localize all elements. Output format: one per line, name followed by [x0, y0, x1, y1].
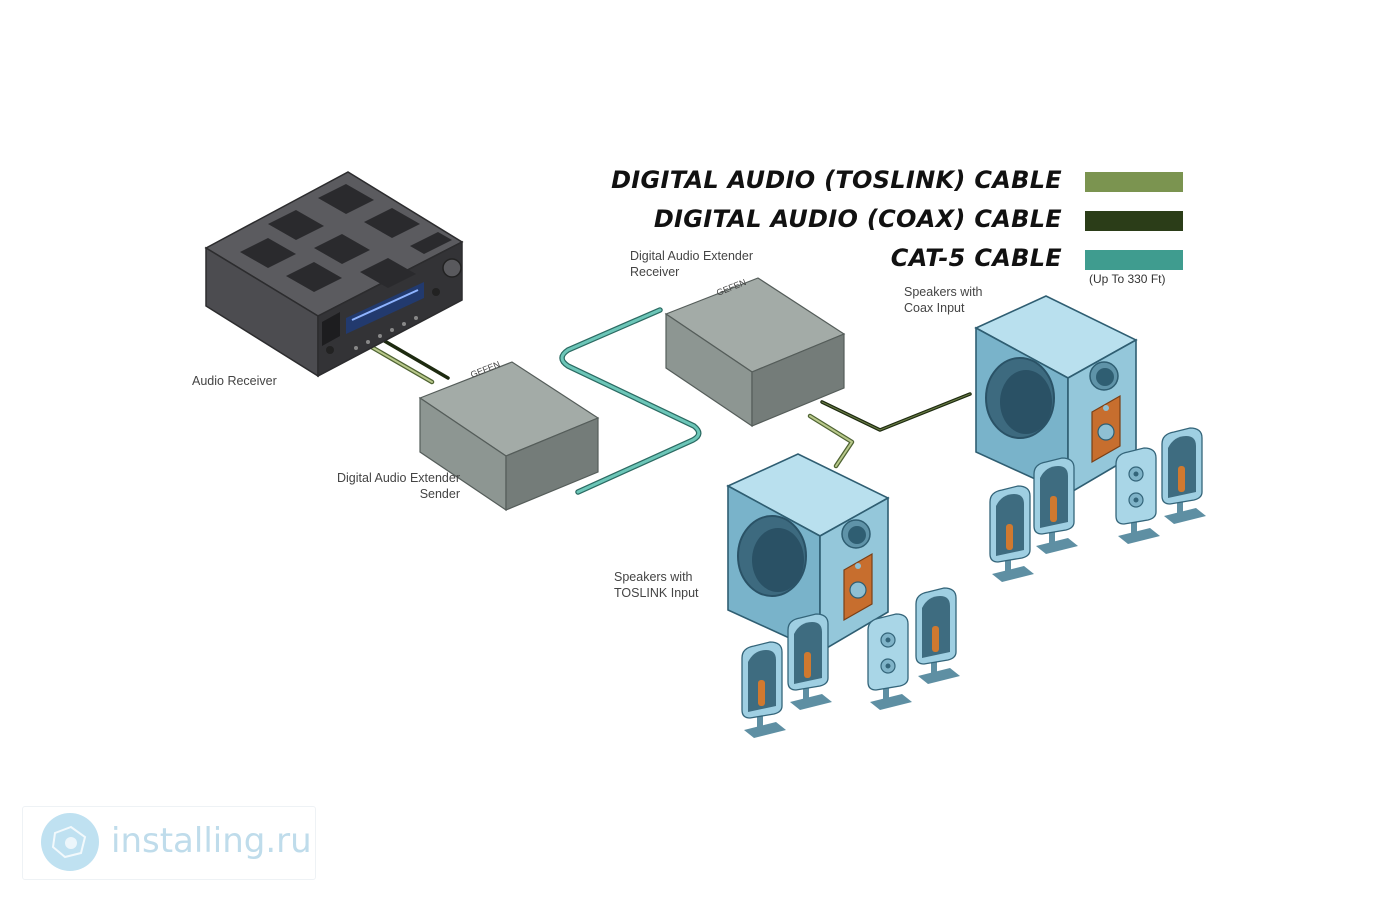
legend-label-toslink: DIGITAL AUDIO (TOSLINK) CABLE [611, 166, 1062, 194]
speakers-toslink [727, 453, 961, 739]
cat5-length-note: (Up To 330 Ft) [1089, 272, 1166, 286]
sender-caption-line1: Digital Audio Extender [337, 471, 460, 485]
legend-swatch-toslink [1085, 172, 1183, 192]
coax-speakers-caption-line2: Coax Input [904, 301, 965, 315]
watermark-logo-icon [41, 813, 99, 871]
watermark-text: installing.ru [111, 821, 312, 861]
ext-receiver-caption-line1: Digital Audio Extender [630, 249, 753, 263]
legend-swatch-cat5 [1085, 250, 1183, 270]
extender-receiver: GEFEN [665, 277, 845, 427]
toslink-speakers-caption-line2: TOSLINK Input [614, 586, 699, 600]
sender-caption-line2: Sender [419, 487, 460, 501]
coax-speakers-caption: Speakers with Coax Input [904, 284, 983, 316]
ext-receiver-caption: Digital Audio Extender Receiver [630, 248, 753, 280]
coax-cable [374, 334, 972, 432]
sender-caption: Digital Audio Extender Sender [300, 470, 460, 502]
speakers-coax [975, 295, 1207, 583]
toslink-speakers-caption-line1: Speakers with [614, 570, 693, 584]
audio-receiver-label: Audio Receiver [192, 374, 277, 388]
toslink-speakers-caption: Speakers with TOSLINK Input [614, 569, 699, 601]
cat5-cable [559, 307, 702, 495]
legend-swatch-coax [1085, 211, 1183, 231]
ext-receiver-caption-line2: Receiver [630, 265, 680, 279]
watermark: installing.ru [22, 806, 316, 880]
coax-speakers-caption-line1: Speakers with [904, 285, 983, 299]
audio-receiver [204, 171, 464, 378]
legend-label-cat5: CAT-5 CABLE [890, 244, 1062, 272]
legend-label-coax: DIGITAL AUDIO (COAX) CABLE [653, 205, 1062, 233]
audio-receiver-caption: Audio Receiver [192, 373, 277, 389]
